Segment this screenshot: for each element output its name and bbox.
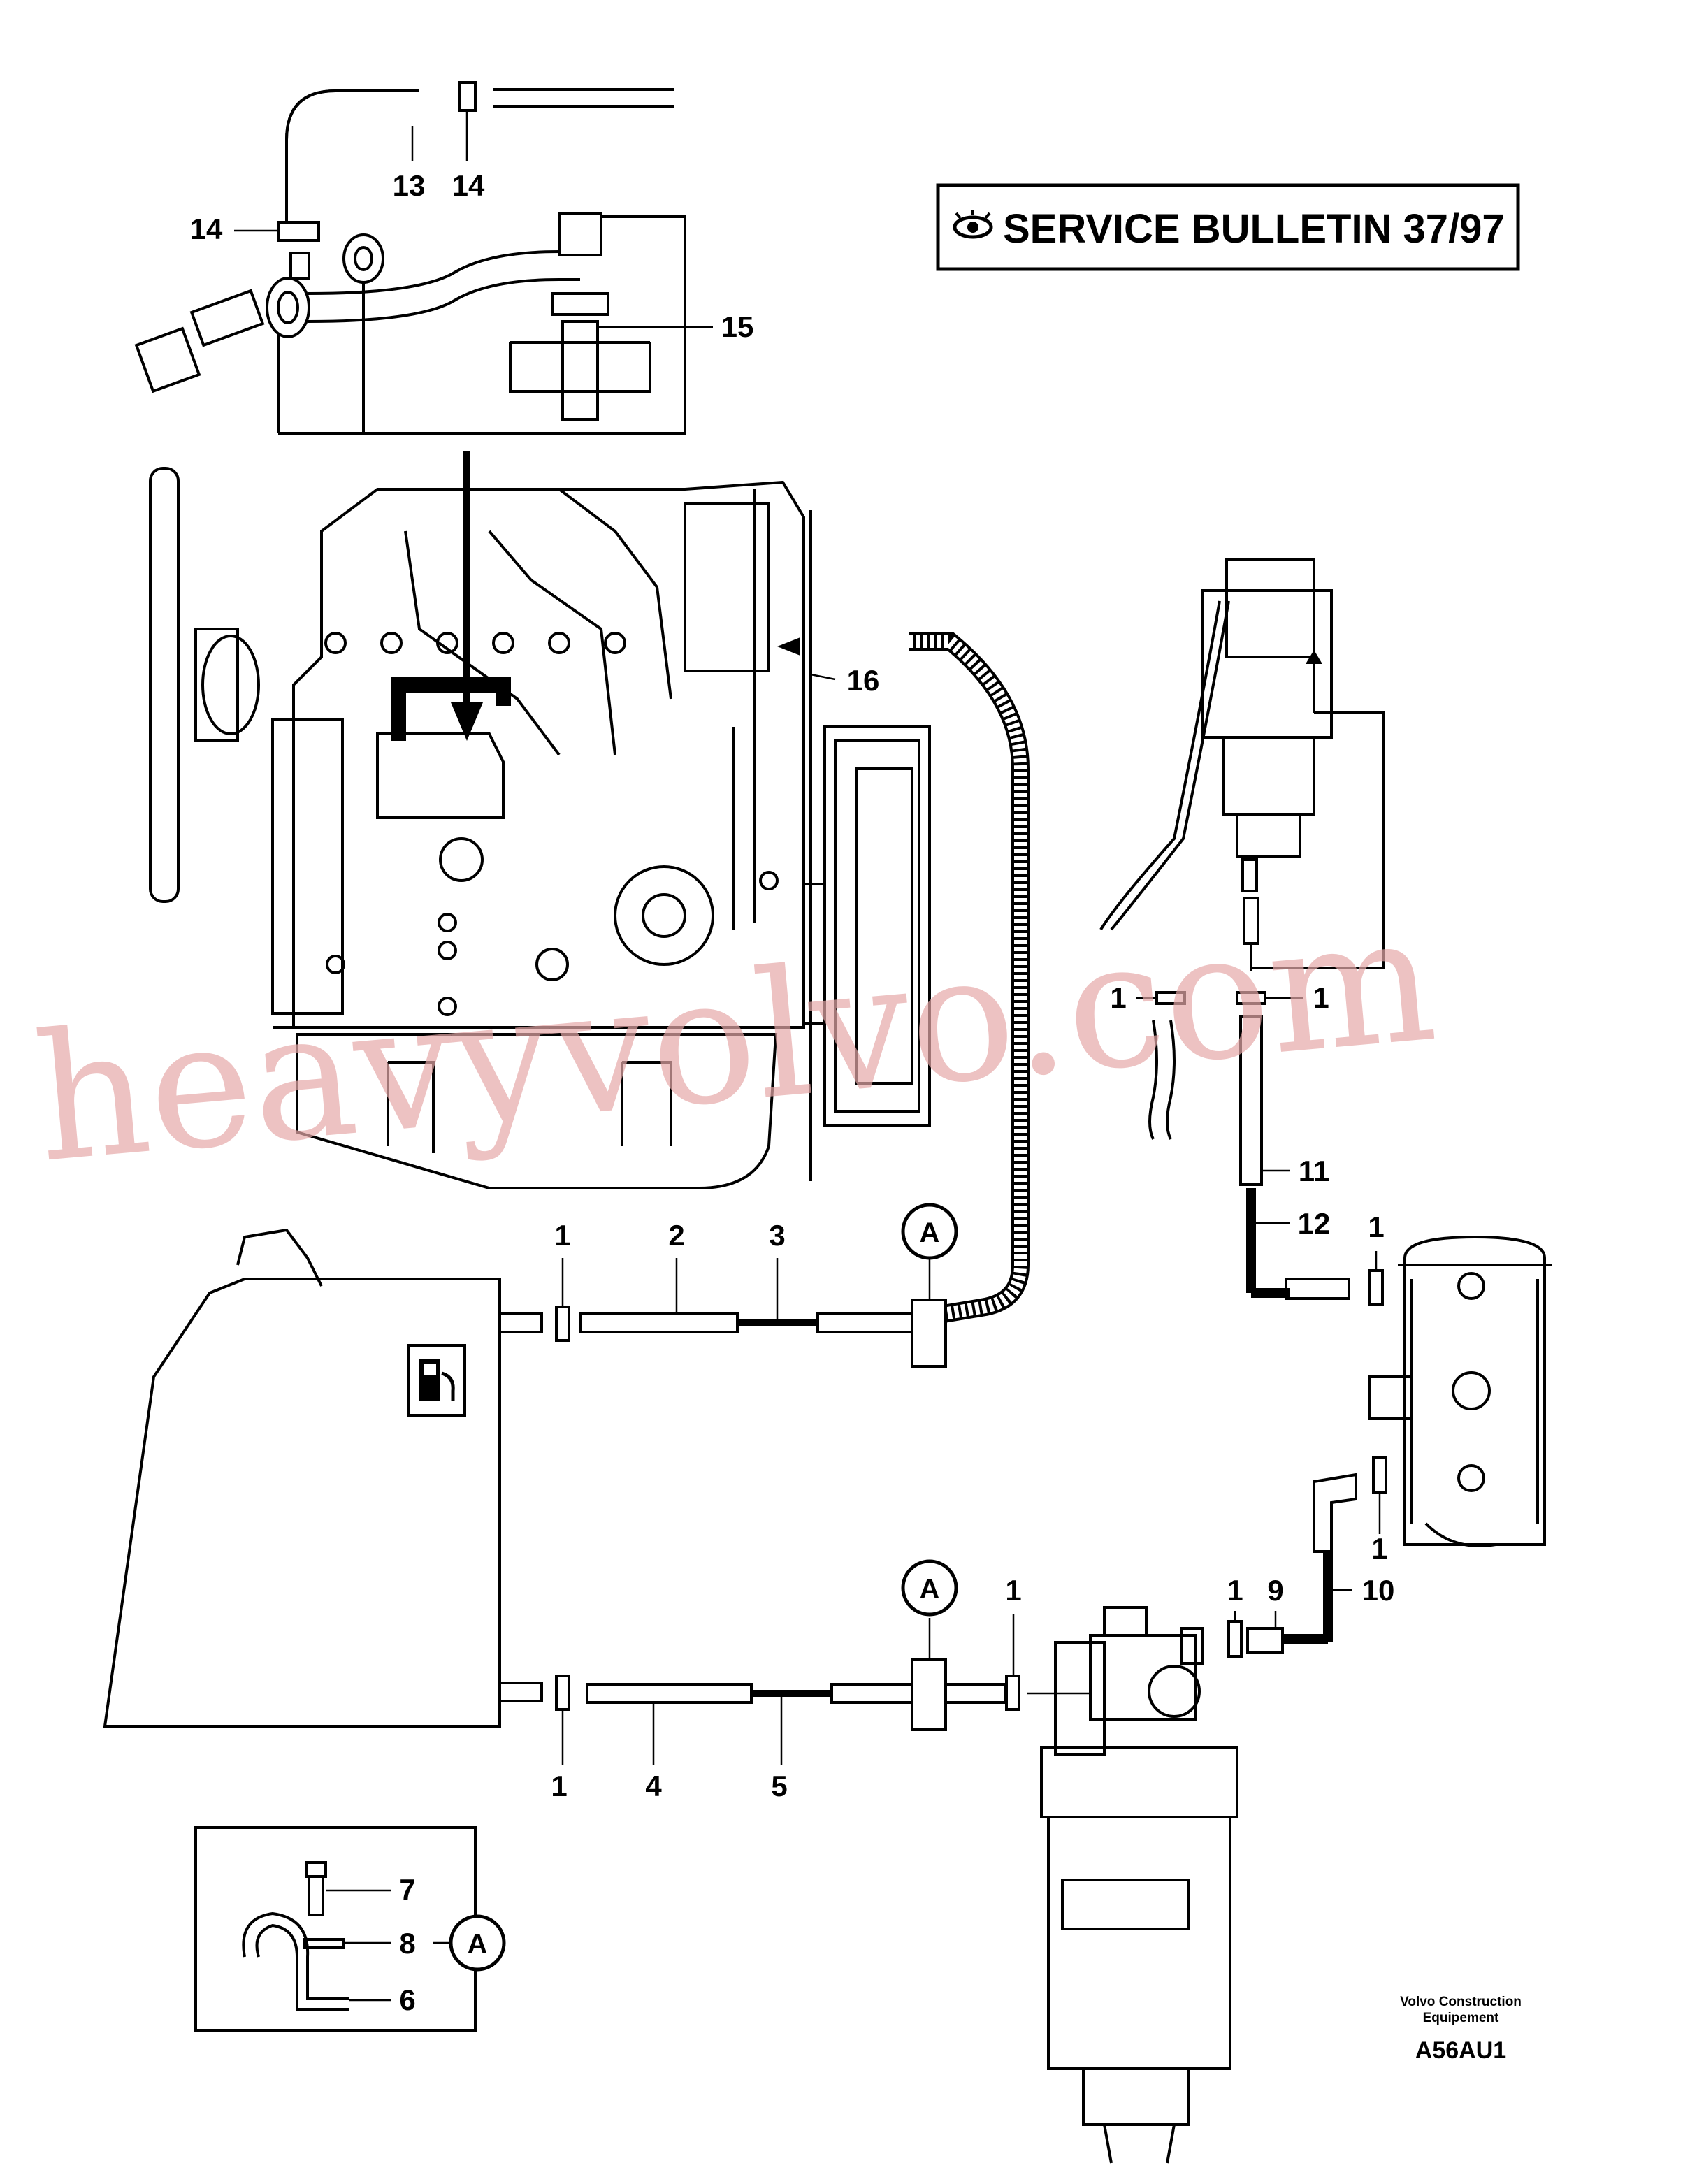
- part-label-7: 7: [399, 1873, 415, 1906]
- part-label-8: 8: [399, 1927, 415, 1960]
- top-detail-banjo-fitting: [134, 81, 713, 435]
- part-label-6: 6: [399, 1983, 415, 2016]
- part-label-10: 10: [1362, 1574, 1395, 1607]
- part-label-5: 5: [771, 1770, 787, 1802]
- part-label-1: 1: [1110, 981, 1126, 1014]
- part-label-1: 1: [551, 1770, 567, 1802]
- svg-text:A: A: [920, 1217, 940, 1248]
- svg-text:A: A: [920, 1574, 940, 1605]
- right-separator: [1227, 1235, 1552, 1658]
- clamp-inset: [194, 1826, 477, 2032]
- part-label-1: 1: [1313, 981, 1329, 1014]
- corrugated-return-hose: [909, 632, 1030, 1323]
- credit-block: Volvo Construction Equipement A56AU1: [1400, 1995, 1522, 2064]
- credit-line-2: Equipement: [1423, 2011, 1499, 2025]
- upper-fuel-filter: [1099, 558, 1385, 971]
- credit-line-1: Volvo Construction: [1400, 1995, 1522, 2009]
- part-label-14: 14: [190, 212, 223, 245]
- callout-a-bottom: A: [901, 1559, 958, 1617]
- part-label-16: 16: [847, 664, 880, 697]
- part-label-1: 1: [1227, 1574, 1243, 1607]
- part-label-11: 11: [1299, 1155, 1329, 1187]
- part-label-14: 14: [452, 169, 485, 202]
- part-label-1: 1: [1005, 1574, 1021, 1607]
- callout-a-inset: A: [449, 1914, 506, 1972]
- part-label-2: 2: [668, 1219, 684, 1252]
- part-label-12: 12: [1298, 1207, 1331, 1240]
- part-label-1: 1: [554, 1219, 570, 1252]
- fuel-pump-icon: [419, 1359, 455, 1401]
- part-label-3: 3: [769, 1219, 785, 1252]
- service-bulletin-box: SERVICE BULLETIN 37/97: [936, 183, 1520, 271]
- part-label-13: 13: [393, 169, 426, 202]
- bulletin-text: SERVICE BULLETIN 37/97: [1003, 206, 1505, 252]
- return-line: [555, 1299, 947, 1368]
- eye-icon: [953, 210, 993, 239]
- part-labels: 13 14 14 15 16 1 1 11 12 1 1 1 9 10 1 2 …: [190, 169, 1395, 2016]
- part-label-1: 1: [1368, 1210, 1384, 1243]
- drawing-code: A56AU1: [1415, 2037, 1506, 2064]
- detail-arrow: [451, 451, 483, 741]
- callout-a-top: A: [901, 1203, 958, 1260]
- fuel-tank: [103, 1228, 543, 1728]
- part-label-15: 15: [721, 310, 754, 343]
- svg-text:A: A: [468, 1929, 488, 1960]
- part-label-1: 1: [1371, 1532, 1387, 1565]
- part-label-4: 4: [645, 1770, 662, 1802]
- water-separator: [1040, 1606, 1238, 2164]
- engine-block: [149, 467, 931, 1189]
- part-label-9: 9: [1267, 1574, 1283, 1607]
- supply-line: [555, 1658, 1090, 1731]
